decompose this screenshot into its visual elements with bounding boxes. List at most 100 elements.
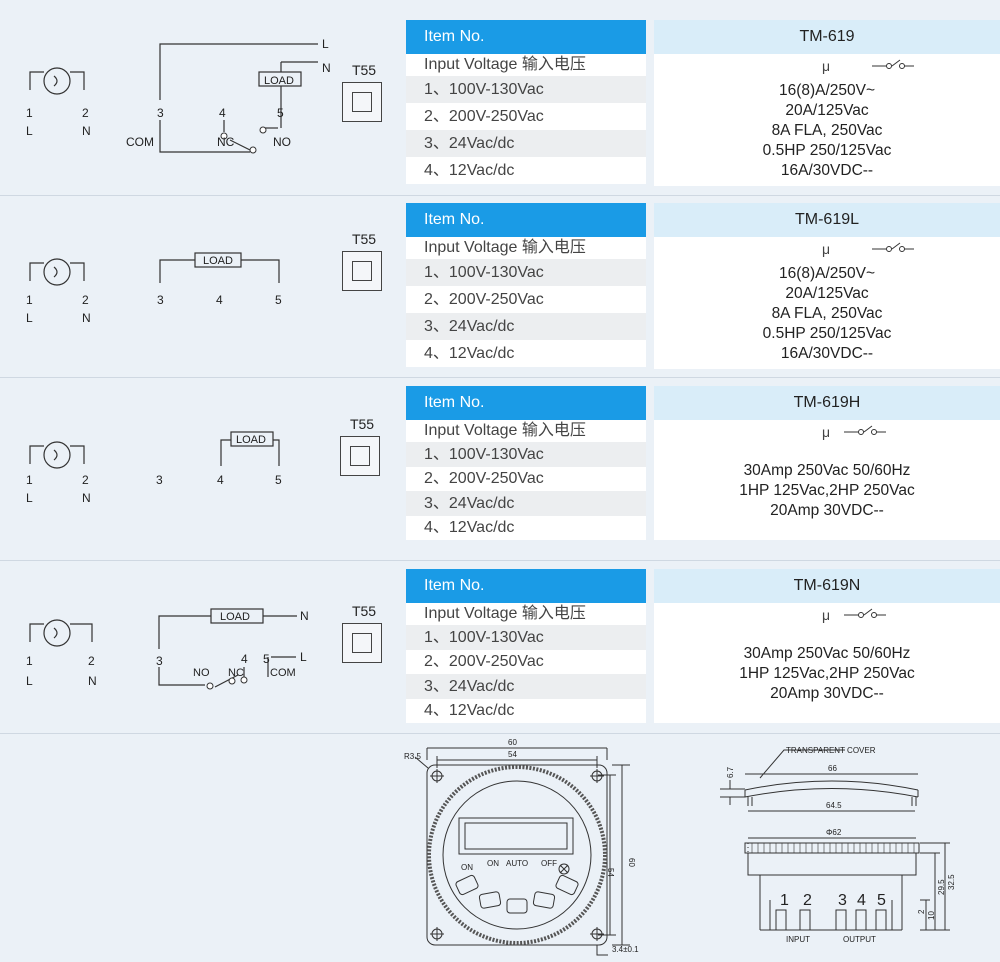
bottom-view-drawing: Φ62 1 2 3 4 5 INPUT OUTPUT 32.5 29.5 10 … [744, 828, 956, 944]
no-label: NO [193, 667, 210, 679]
t55-label: T55 [351, 603, 377, 619]
off-mode-label: OFF [541, 859, 557, 868]
terminal-1-label: 1 [26, 293, 33, 307]
terminal-3-label: 3 [156, 654, 163, 668]
neutral-label: N [82, 124, 91, 138]
load-label: LOAD [203, 255, 233, 267]
terminal-3-label: 3 [157, 293, 164, 307]
terminal-5-label: 5 [275, 473, 282, 487]
switch-contact-icon [844, 425, 886, 435]
rating-line: 20Amp 30VDC-- [770, 685, 884, 702]
voltage-table: Item No. Input Voltage 输入电压 1、100V-130Va… [406, 569, 646, 723]
terminal-3-label: 3 [156, 473, 163, 487]
rating-table: TM-619L μ 16(8)A/250V~ 20A/125Vac 8A FLA… [654, 203, 1000, 369]
rating-line: 1HP 125Vac,2HP 250Vac [739, 482, 915, 499]
ratings-cell: 30Amp 250Vac 50/60Hz 1HP 125Vac,2HP 250V… [654, 442, 1000, 540]
model-header: TM-619N [654, 569, 1000, 603]
item-no-header: Item No. [406, 386, 646, 420]
ratings-cell: 16(8)A/250V~ 20A/125Vac 8A FLA, 250Vac 0… [654, 259, 1000, 369]
line-label: L [26, 674, 33, 688]
t55-terminal: T55 [342, 603, 386, 663]
height-10-label: 10 [927, 911, 936, 920]
terminal-4-label: 4 [241, 652, 248, 666]
width-60-label: 60 [508, 738, 517, 747]
product-section-tm619n: 1 2 L N LOAD N L 3 4 5 NO NC COM T55 Ite… [0, 549, 1000, 734]
t55-terminal: T55 [340, 416, 384, 476]
rating-table: TM-619H μ 30Amp 250Vac 50/60Hz 1HP 125Va… [654, 386, 1000, 540]
voltage-row: 2、200V-250Vac [406, 467, 646, 491]
item-no-header: Item No. [406, 20, 646, 54]
rating-line: 1HP 125Vac,2HP 250Vac [739, 665, 915, 682]
terminal-5-label: 5 [263, 652, 270, 666]
contact-symbol-row: μ [654, 237, 1000, 259]
rating-table: TM-619 μ 16(8)A/250V~ 20A/125Vac 8A FLA,… [654, 20, 1000, 186]
rating-line: 16A/30VDC-- [780, 345, 874, 362]
t55-label: T55 [351, 62, 377, 78]
voltage-row: 4、12Vac/dc [406, 340, 646, 367]
rating-line: 30Amp 250Vac 50/60Hz [743, 462, 911, 479]
wiring-diagram: 1 2 L N LOAD N L 3 4 5 NO NC COM [26, 608, 309, 690]
voltage-table: Item No. Input Voltage 输入电压 1、100V-130Va… [406, 20, 646, 184]
terminal-4-label: 4 [217, 473, 224, 487]
side-view-drawing: TRANSPARENT COVER 66 6.7 64.5 [720, 746, 919, 812]
width-64-5-label: 64.5 [826, 801, 842, 810]
product-section-tm619l: 1 2 L N LOAD 3 4 5 T55 Item No. Input Vo… [0, 183, 1000, 378]
switch-contact-icon [872, 242, 914, 252]
height-29-5-label: 29.5 [937, 879, 946, 895]
wiring-diagram: 1 2 L N L N LOAD 3 4 5 COM NC NO [26, 37, 331, 154]
micro-symbol: μ [822, 241, 831, 257]
voltage-row: 1、100V-130Vac [406, 442, 646, 467]
com-label: COM [126, 135, 154, 149]
section-divider [0, 377, 1000, 378]
voltage-row: 4、12Vac/dc [406, 516, 646, 540]
rating-line: 8A FLA, 250Vac [771, 305, 883, 322]
no-label: NO [273, 135, 291, 149]
voltage-label-row: Input Voltage 输入电压 [406, 603, 646, 625]
switch-contact-icon [872, 59, 914, 69]
voltage-row: 3、24Vac/dc [406, 674, 646, 699]
terminal-2-label: 2 [88, 654, 95, 668]
contact-symbol-row: μ [654, 603, 1000, 625]
nc-label: NC [217, 135, 235, 149]
line-label: L [26, 491, 33, 505]
rating-line: 16(8)A/250V~ [778, 265, 876, 282]
micro-symbol: μ [822, 607, 831, 623]
voltage-row: 3、24Vac/dc [406, 313, 646, 340]
wiring-diagram: 1 2 L N LOAD 3 4 5 [26, 252, 282, 325]
rating-line: 20A/125Vac [785, 102, 869, 119]
product-section-tm619h: 1 2 L N LOAD 3 4 5 T55 Item No. Input Vo… [0, 366, 1000, 561]
transparent-cover-label: TRANSPARENT COVER [786, 746, 876, 755]
output-neutral-label: N [322, 61, 331, 75]
nc-label: NC [228, 667, 244, 679]
terminal-2-label: 2 [803, 892, 812, 909]
voltage-row: 1、100V-130Vac [406, 625, 646, 650]
rating-line: 20A/125Vac [785, 285, 869, 302]
rating-line: 16(8)A/250V~ [778, 82, 876, 99]
voltage-table: Item No. Input Voltage 输入电压 1、100V-130Va… [406, 203, 646, 367]
rating-line: 8A FLA, 250Vac [771, 122, 883, 139]
voltage-row: 2、200V-250Vac [406, 103, 646, 130]
rating-line: 0.5HP 250/125Vac [762, 325, 892, 342]
radius-label: R3.5 [404, 752, 421, 761]
output-neutral-label: N [300, 609, 309, 623]
micro-symbol: μ [822, 58, 831, 74]
product-section-tm619: 1 2 L N L N LOAD 3 4 5 COM NC NO T55 Ite… [0, 0, 1000, 195]
ratings-cell: 16(8)A/250V~ 20A/125Vac 8A FLA, 250Vac 0… [654, 76, 1000, 186]
front-view-drawing: R3.5 60 54 60 54 3.4±0.1 ON ON AUTO OFF [404, 738, 639, 956]
output-line-label: L [322, 37, 329, 51]
t55-terminal: T55 [342, 231, 386, 291]
height-6-7-label: 6.7 [726, 766, 735, 778]
model-header: TM-619H [654, 386, 1000, 420]
terminal-4-label: 4 [857, 892, 866, 909]
t55-terminal: T55 [342, 62, 386, 122]
t55-square-icon [342, 623, 382, 663]
t55-label: T55 [351, 231, 377, 247]
height-32-5-label: 32.5 [947, 874, 956, 890]
model-header: TM-619 [654, 20, 1000, 54]
width-54-label: 54 [508, 750, 517, 759]
terminal-1-label: 1 [26, 473, 33, 487]
on-label: ON [461, 863, 473, 872]
voltage-label-row: Input Voltage 输入电压 [406, 237, 646, 259]
line-label: L [26, 311, 33, 325]
item-no-header: Item No. [406, 569, 646, 603]
